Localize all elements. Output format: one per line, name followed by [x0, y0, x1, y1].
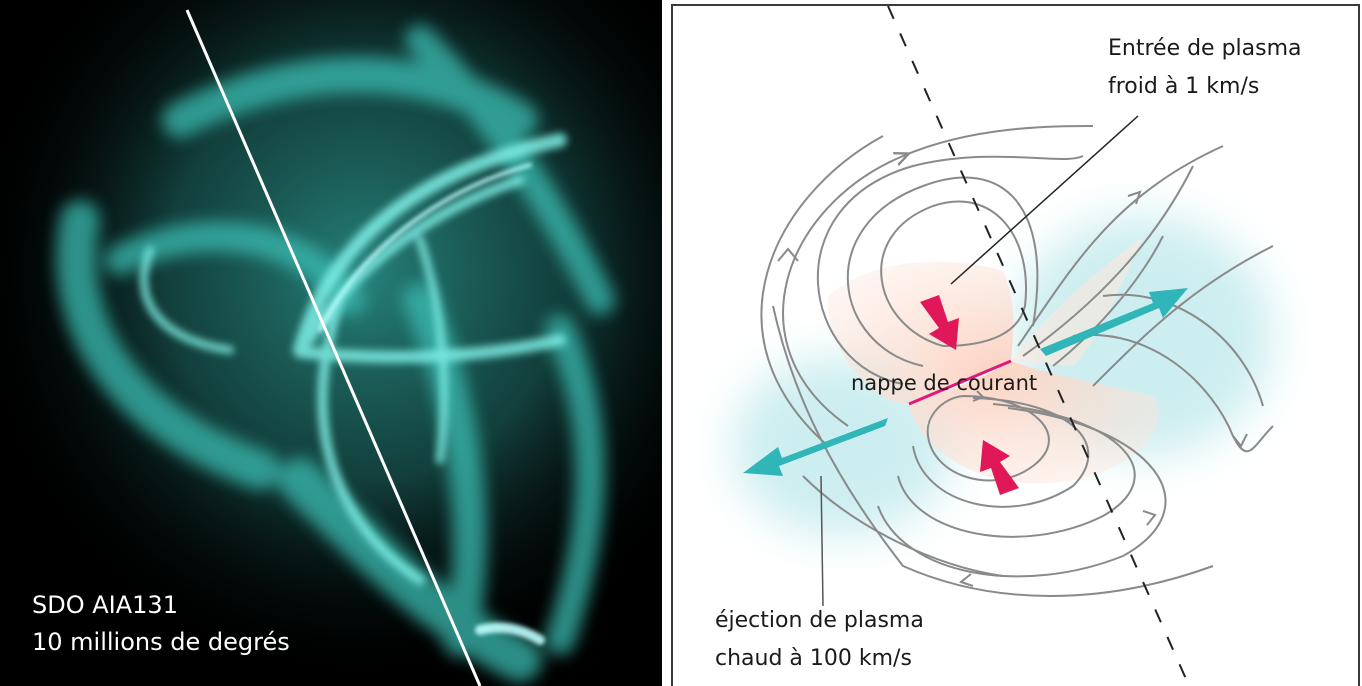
diagram-art [733, 6, 1274, 686]
temperature-caption: 10 millions de degrés [32, 628, 290, 656]
inflow-pointer-line [950, 115, 1139, 285]
inflow-label-line2: froid à 1 km/s [1108, 74, 1260, 99]
dashed-axis-line [887, 6, 1191, 686]
magnetic-field-lines [760, 125, 1274, 597]
plasma-image-art [0, 0, 662, 686]
inflow-arrows [920, 295, 1019, 495]
reconnection-diagram: Entrée de plasma froid à 1 km/s nappe de… [671, 4, 1360, 686]
ejection-pointer-line [820, 475, 824, 607]
instrument-caption: SDO AIA131 [32, 591, 178, 619]
slit-line [185, 9, 482, 686]
ejection-label-line2: chaud à 100 km/s [715, 646, 912, 671]
sdo-aia131-image: SDO AIA131 10 millions de degrés [0, 0, 662, 686]
inflow-label-line1: Entrée de plasma [1108, 36, 1302, 61]
current-sheet-line [908, 359, 1012, 406]
outflow-arrows [743, 288, 1188, 476]
current-sheet-label: nappe de courant [851, 371, 1038, 395]
ejection-label-line1: éjection de plasma [715, 608, 924, 633]
